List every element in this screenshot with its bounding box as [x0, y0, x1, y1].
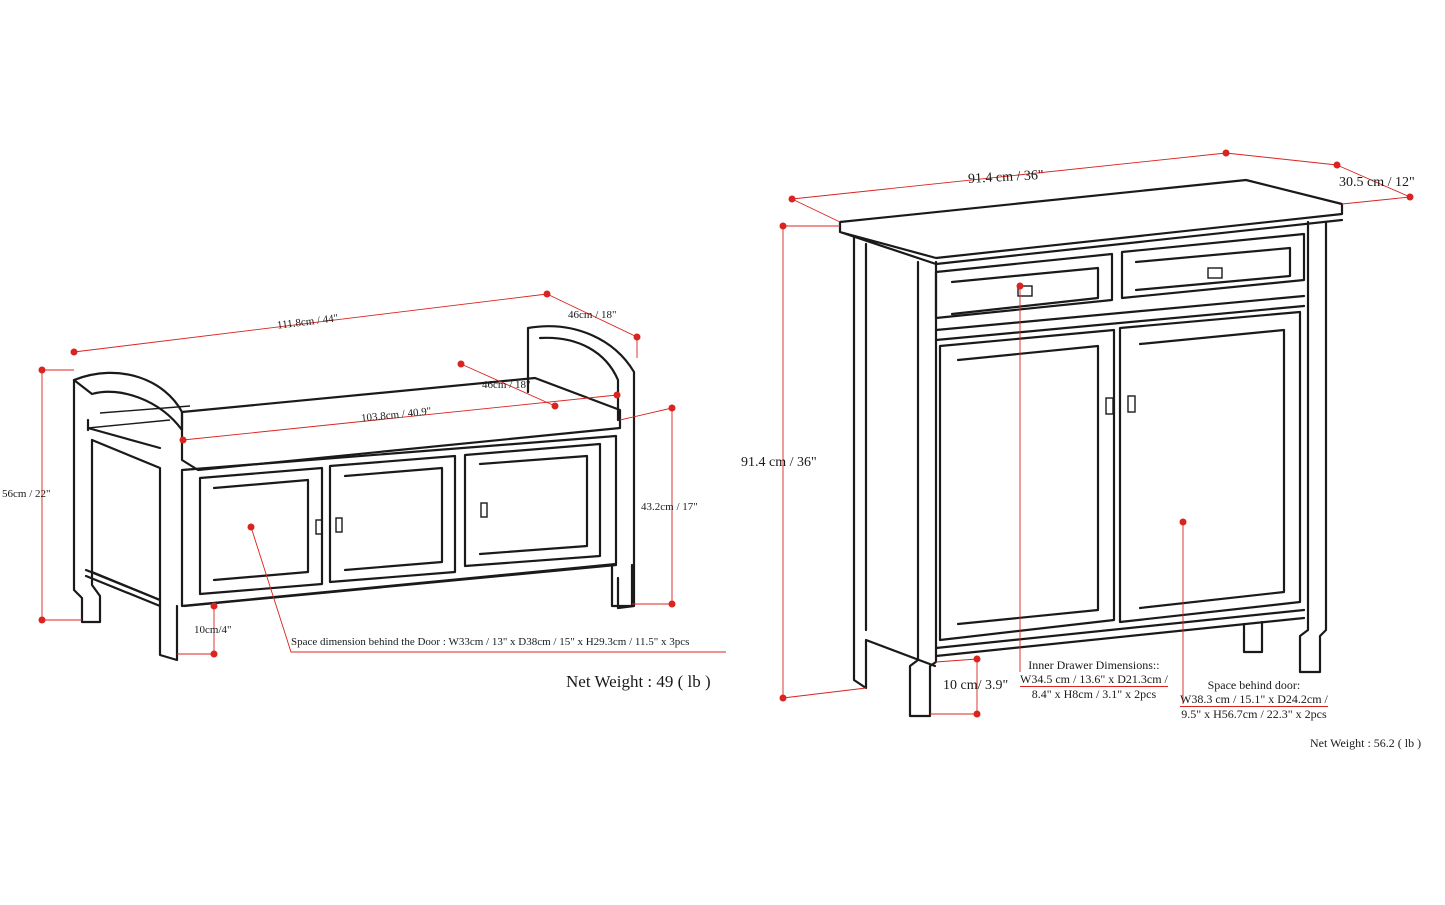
bench-left-arm-top — [72, 371, 184, 432]
bench-net-weight: Net Weight : 49 ( lb ) — [566, 672, 711, 691]
dot — [779, 222, 787, 230]
cabinet-back-leg — [1242, 620, 1264, 654]
dot — [1333, 161, 1341, 169]
bench-door-left — [198, 466, 324, 596]
bench-left-shelf — [86, 418, 162, 450]
dot — [668, 600, 676, 608]
door-note-title: Space behind door: — [1207, 678, 1301, 692]
dot — [779, 694, 787, 702]
drawer-note-line1: W34.5 cm / 13.6" x D21.3cm / — [1020, 672, 1168, 687]
cabinet-depth-line-2 — [1336, 164, 1411, 198]
cabinet-door-note: Space behind door: W38.3 cm / 15.1" x D2… — [1180, 678, 1328, 721]
cabinet-net-weight: Net Weight : 56.2 ( lb ) — [1310, 736, 1422, 750]
cabinet-height-bottom-tick — [782, 687, 867, 699]
bench-width-line — [73, 293, 548, 353]
cabinet-drawer-right — [1120, 232, 1306, 300]
bench-seat-height-label: 43.2cm / 17" — [641, 501, 698, 513]
cabinet-door-right — [1118, 310, 1302, 624]
bench-seat-top — [180, 376, 622, 472]
bench-bottom-rail — [84, 563, 618, 608]
bench-seat-height-top-tick — [619, 407, 673, 421]
dot — [668, 404, 676, 412]
dot — [551, 402, 559, 410]
cabinet-right-post — [1298, 220, 1328, 674]
bench-height-label: 56cm / 22" — [2, 488, 51, 500]
bench-door-right — [463, 442, 602, 568]
bench-seat-width-line — [182, 394, 618, 441]
bench-seat-depth-line — [460, 363, 556, 407]
bench-drawing — [72, 325, 636, 662]
dot — [70, 348, 78, 356]
cabinet-door-handle-right — [1127, 395, 1136, 413]
bench-space-note: Space dimension behind the Door : W33cm … — [291, 636, 690, 648]
dot — [633, 333, 641, 341]
door-note-line1: W38.3 cm / 15.1" x D24.2cm / — [1180, 692, 1328, 707]
bench-depth-label: 46cm / 18" — [568, 309, 617, 321]
cabinet-door-handle-left — [1105, 397, 1114, 415]
bench-door-middle — [328, 454, 457, 584]
bench-clearance-label: 10cm/4" — [194, 624, 232, 636]
dot — [457, 360, 465, 368]
bench-left-front-leg — [158, 598, 179, 662]
bench-seat-depth-label: 46cm / 18" — [482, 379, 531, 391]
cabinet-left-front-post — [908, 260, 938, 718]
cabinet-left-side — [852, 234, 937, 690]
cabinet-height-label: 91.4 cm / 36" — [741, 455, 817, 470]
dot — [788, 195, 796, 203]
cabinet-drawer-note: Inner Drawer Dimensions:: W34.5 cm / 13.… — [1020, 658, 1168, 701]
drawer-note-title: Inner Drawer Dimensions:: — [1028, 658, 1160, 672]
cabinet-clearance-label: 10 cm/ 3.9" — [943, 678, 1009, 693]
bench-right-front-leg — [610, 563, 634, 608]
dot — [1406, 193, 1414, 201]
bench-handle-1 — [315, 519, 323, 535]
cabinet-depth-label: 30.5 cm / 12" — [1339, 175, 1415, 190]
bench-handle-3 — [480, 502, 488, 518]
cabinet-depth-tick — [1341, 196, 1411, 205]
dot — [973, 710, 981, 718]
cabinet-drawing — [838, 178, 1344, 718]
dot — [973, 655, 981, 663]
drawer-note-line2: 8.4" x H8cm / 3.1" x 2pcs — [1031, 687, 1157, 701]
dot — [613, 391, 621, 399]
bench-left-front-post — [72, 378, 102, 624]
cabinet-clearance-top-tick — [935, 658, 978, 663]
dimension-lines — [38, 149, 1414, 718]
bench-space-leader — [250, 526, 726, 653]
dot — [210, 650, 218, 658]
bench-right-arm — [526, 325, 636, 610]
cabinet-drawer-handle-right — [1207, 267, 1223, 279]
cabinet-depth-line — [1225, 152, 1338, 166]
cabinet-top — [838, 178, 1344, 266]
bench-depth-line — [546, 293, 638, 338]
dot — [247, 523, 255, 531]
dot — [38, 366, 46, 374]
dot — [210, 602, 218, 610]
bench-handle-2 — [335, 517, 343, 533]
cabinet-drawer-handle-left — [1017, 285, 1033, 297]
cabinet-width-left-tick — [791, 198, 841, 223]
cabinet-width-line — [791, 152, 1227, 200]
cabinet-drawer-rail — [934, 294, 1306, 342]
cabinet-door-left — [938, 328, 1116, 642]
dot — [1016, 282, 1024, 290]
dot — [38, 616, 46, 624]
bench-seat-back-edge — [87, 405, 191, 429]
cabinet-bottom-rail — [934, 608, 1306, 658]
door-note-line2: 9.5" x H56.7cm / 22.3" x 2pcs — [1181, 707, 1327, 721]
cabinet-drawer-left — [934, 252, 1114, 320]
dot — [179, 436, 187, 444]
dot — [1179, 518, 1187, 526]
